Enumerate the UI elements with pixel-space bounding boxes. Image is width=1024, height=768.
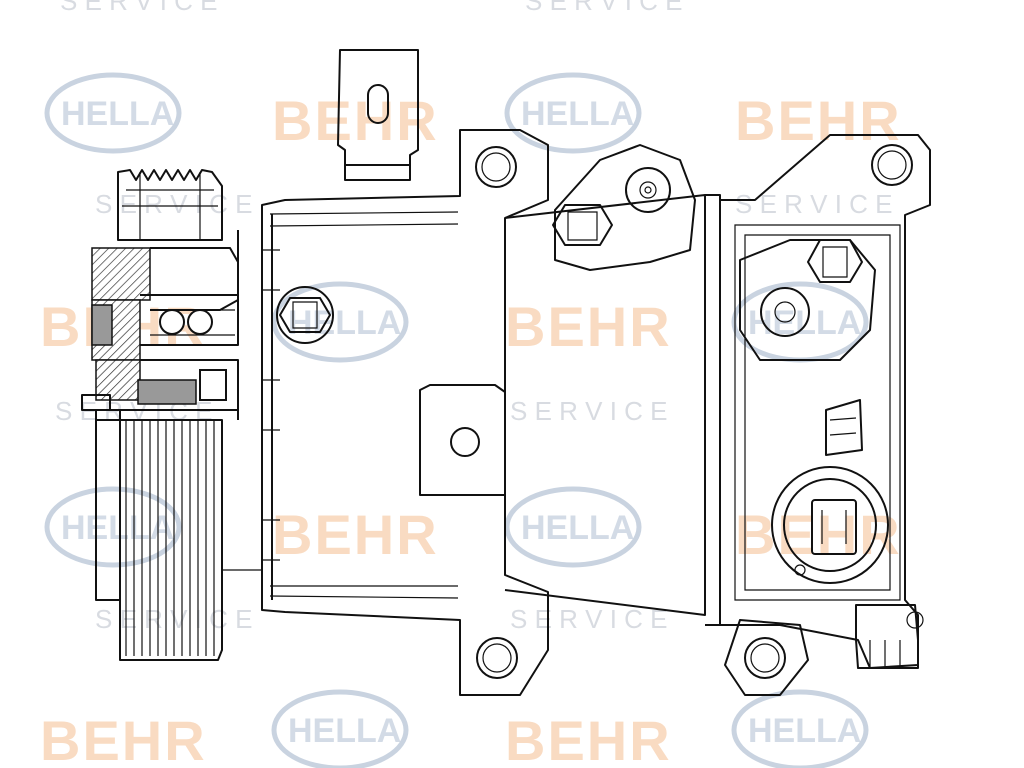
watermark-service-top: S E R V I C E	[60, 0, 218, 16]
svg-text:HELLA: HELLA	[61, 509, 174, 547]
mount-hole-bottom-left	[476, 637, 518, 679]
service-port-bolt-lower	[807, 239, 863, 283]
watermark-behr-7: BEHR	[40, 709, 207, 768]
electrical-connector-inner	[783, 478, 877, 572]
watermark-service-row1b: S E R V I C E	[735, 189, 893, 219]
svg-text:HELLA: HELLA	[61, 95, 174, 133]
watermark-behr-1: BEHR	[272, 89, 439, 152]
front-boss-bolt	[279, 297, 331, 333]
pulley-clutch-assembly	[81, 169, 262, 661]
watermark-hella-4: HELLA	[734, 284, 866, 360]
front-housing	[261, 129, 549, 696]
mount-hole-bottom-right	[744, 637, 786, 679]
pulley-upper-grooves	[117, 169, 223, 241]
watermark-service-row3b: S E R V I C E	[510, 604, 668, 634]
electrical-connector-outer	[771, 466, 889, 584]
watermark-hella-5: HELLA	[47, 489, 179, 565]
watermark-hella-2: HELLA	[507, 75, 639, 151]
bearing-race	[91, 304, 113, 346]
bearing-ball-2	[187, 309, 213, 335]
watermark-behr-5: BEHR	[272, 503, 439, 566]
clutch-coil	[137, 379, 197, 405]
watermark-hella-3: HELLA	[274, 284, 406, 360]
mid-housing	[504, 194, 706, 616]
mount-hole-top-right	[871, 144, 913, 186]
svg-text:HELLA: HELLA	[748, 304, 861, 342]
svg-text:HELLA: HELLA	[288, 712, 401, 750]
bearing-ball-1	[159, 309, 185, 335]
mount-hole-top-left	[475, 146, 517, 188]
service-port-upper	[554, 144, 696, 271]
pulley-front-face	[95, 409, 223, 661]
watermark-behr-8: BEHR	[505, 709, 672, 768]
watermark-service-row1: S E R V I C E	[95, 189, 253, 219]
svg-text:HELLA: HELLA	[521, 509, 634, 547]
svg-text:HELLA: HELLA	[288, 304, 401, 342]
svg-text:HELLA: HELLA	[521, 95, 634, 133]
top-connector-slot	[367, 84, 389, 124]
clutch-bolt	[199, 369, 227, 401]
svg-text:HELLA: HELLA	[748, 712, 861, 750]
watermark-behr-4: BEHR	[505, 295, 672, 358]
watermark-behr-6: BEHR	[735, 503, 902, 566]
service-port-lower	[739, 239, 876, 361]
center-mount-pad	[419, 384, 506, 496]
watermark-hella-7: HELLA	[274, 692, 406, 768]
watermark-service-top-2: S E R V I C E	[525, 0, 683, 16]
center-mount-hole	[450, 427, 480, 457]
bottom-fitting	[855, 604, 919, 669]
watermark-service-row2b: S E R V I C E	[510, 396, 668, 426]
pulley-lower-grooves	[125, 420, 215, 656]
watermark-behr-2: BEHR	[735, 89, 902, 152]
electrical-connector-plug	[811, 499, 857, 555]
watermark-hella-6: HELLA	[507, 489, 639, 565]
hub-section	[91, 247, 151, 301]
front-boss	[276, 286, 334, 344]
rear-housing	[719, 134, 931, 669]
watermark-hella-8: HELLA	[734, 692, 866, 768]
compressor-body	[261, 49, 931, 696]
watermark-hella-1: HELLA	[47, 75, 179, 151]
service-port-bolt-upper	[552, 204, 613, 246]
